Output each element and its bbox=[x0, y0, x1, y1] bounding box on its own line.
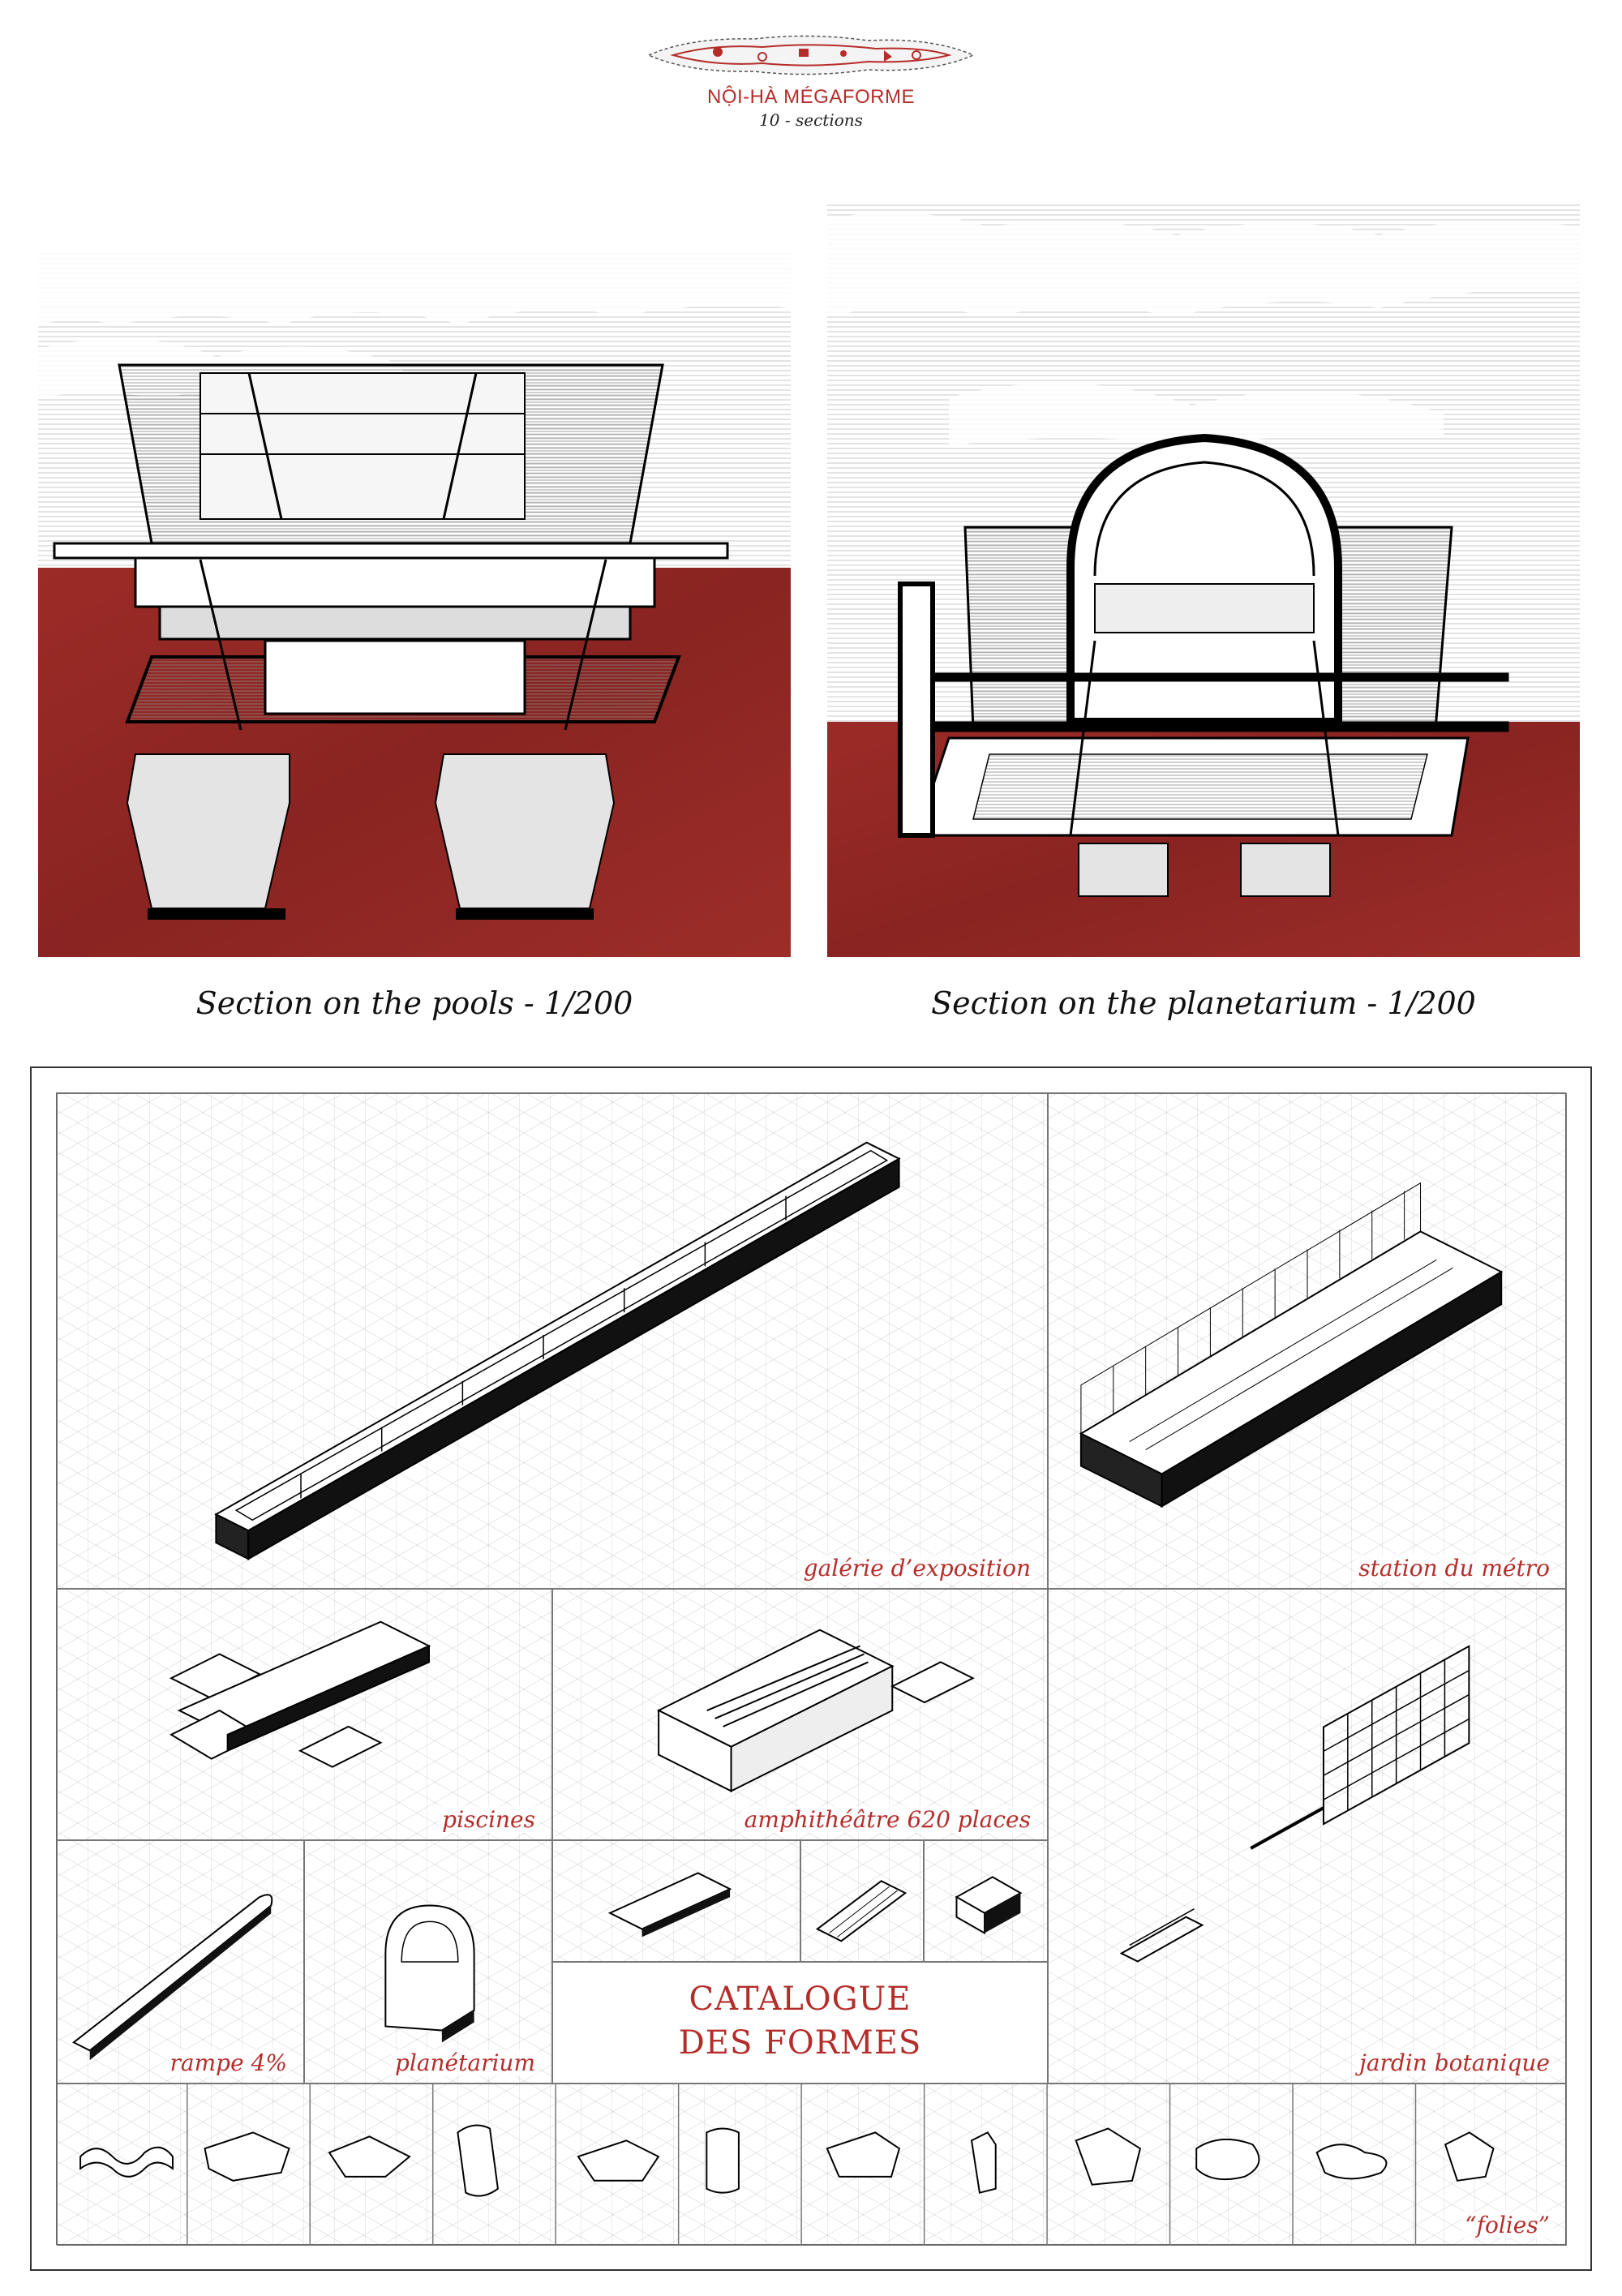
label-jardin: jardin botanique bbox=[1356, 2049, 1553, 2076]
label-amphitheatre: amphithéâtre 620 places bbox=[740, 1806, 1034, 1833]
folies-axonometric-drawings bbox=[79, 2084, 1495, 2245]
cell-rampe: rampe 4% bbox=[57, 1840, 304, 2084]
piscines-axonometric-drawing bbox=[169, 1620, 431, 1768]
cell-planetarium: planétarium bbox=[304, 1840, 552, 2084]
cell-object-slab bbox=[552, 1840, 800, 1962]
section-planetarium-caption: Section on the planetarium - 1/200 bbox=[931, 985, 1476, 1021]
catalogue-title-line2: DES FORMES bbox=[678, 2024, 922, 2062]
planetarium-axonometric-drawing bbox=[384, 1904, 475, 2043]
section-pools-caption: Section on the pools - 1/200 bbox=[195, 985, 633, 1021]
stair-axonometric-drawing bbox=[815, 1880, 908, 1942]
box-axonometric-drawing bbox=[955, 1876, 1023, 1935]
galerie-axonometric-drawing bbox=[214, 1141, 901, 1560]
rampe-axonometric-drawing bbox=[72, 1894, 273, 2061]
label-planetarium: planétarium bbox=[391, 2049, 539, 2076]
section-planetarium-drawing bbox=[827, 203, 1580, 957]
page-subtitle: 10 - sections bbox=[759, 110, 863, 130]
label-rampe: rampe 4% bbox=[166, 2049, 290, 2076]
cell-metro: station du métro bbox=[1048, 1093, 1567, 1589]
header: NỘI-HÀ MÉGAFORME 10 - sections bbox=[633, 31, 989, 136]
cell-folies: “folies” bbox=[57, 2084, 1567, 2246]
catalogue-title: CATALOGUE DES FORMES bbox=[552, 1962, 1048, 2084]
cell-piscines: piscines bbox=[57, 1589, 552, 1840]
slab-axonometric-drawing bbox=[607, 1872, 732, 1938]
catalogue-frame: galérie d’exposition bbox=[30, 1066, 1592, 2271]
page-title: NỘI-HÀ MÉGAFORME bbox=[706, 86, 915, 108]
cell-object-box bbox=[924, 1840, 1048, 1962]
cell-amphitheatre: amphithéâtre 620 places bbox=[552, 1589, 1048, 1840]
label-folies: “folies” bbox=[1461, 2212, 1553, 2238]
section-pools-drawing bbox=[38, 203, 791, 957]
cell-object-stair bbox=[800, 1840, 924, 1962]
label-piscines: piscines bbox=[439, 1806, 539, 1833]
label-galerie: galérie d’exposition bbox=[800, 1555, 1034, 1581]
cell-jardin: jardin botanique bbox=[1048, 1589, 1567, 2084]
label-metro: station du métro bbox=[1355, 1555, 1553, 1581]
catalogue-title-line1: CATALOGUE bbox=[689, 1981, 912, 2018]
jardin-axonometric-drawing bbox=[1119, 1645, 1470, 1963]
amphitheatre-axonometric-drawing bbox=[656, 1629, 975, 1792]
megaform-logo-icon bbox=[647, 35, 975, 75]
cell-galerie: galérie d’exposition bbox=[57, 1093, 1048, 1589]
catalogue-grid: galérie d’exposition bbox=[56, 1092, 1567, 2246]
metro-axonometric-drawing bbox=[1079, 1182, 1504, 1508]
